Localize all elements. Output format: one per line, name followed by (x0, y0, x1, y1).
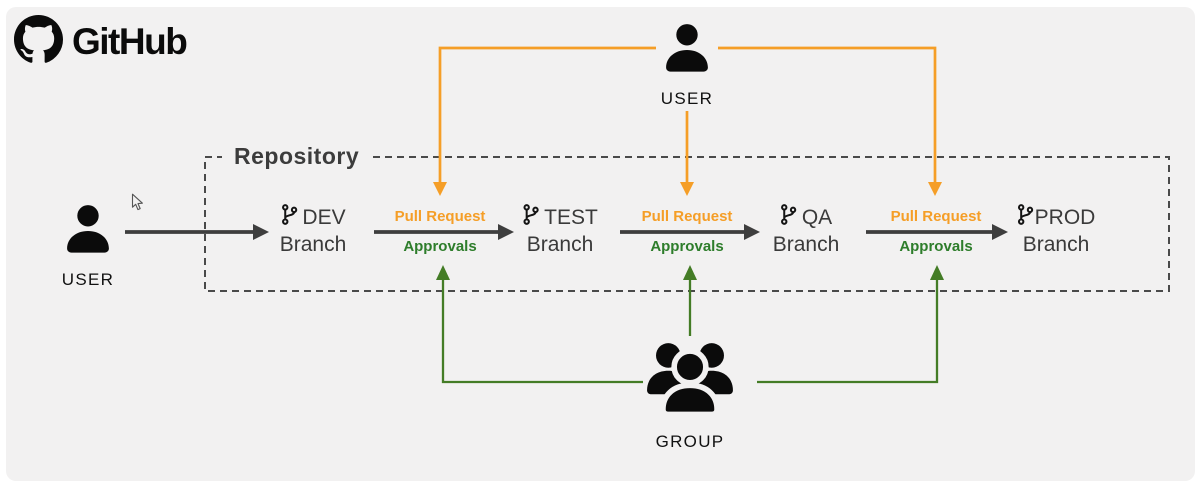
mouse-cursor-icon (131, 193, 144, 217)
actor-label: USER (61, 270, 115, 289)
actor-group: GROUP (644, 338, 736, 452)
git-branch-icon (780, 204, 797, 232)
branch-qa: QA Branch (772, 204, 840, 258)
branch-name: DEV (302, 206, 346, 229)
branch-suffix: Branch (772, 233, 840, 256)
git-branch-icon (1017, 204, 1034, 232)
git-branch-icon (280, 204, 297, 232)
branch-name: QA (801, 206, 833, 229)
git-branch-icon (522, 204, 539, 232)
actor-left-user: USER (60, 201, 117, 290)
user-icon (659, 20, 716, 83)
branch-suffix: Branch (279, 233, 347, 256)
branch-name: PROD (1034, 206, 1096, 229)
pull-request-label: Pull Request (890, 208, 982, 225)
actor-top-user: USER (659, 20, 716, 109)
actor-label: GROUP (655, 432, 725, 451)
approvals-label: Approvals (650, 238, 724, 255)
branch-test: TEST Branch (522, 204, 598, 258)
user-icon (60, 201, 117, 264)
approvals-label: Approvals (403, 238, 477, 255)
github-octocat-icon (14, 15, 63, 69)
repository-label: Repository (222, 143, 372, 170)
branch-prod: PROD Branch (1017, 204, 1096, 258)
approvals-label: Approvals (899, 238, 973, 255)
pull-request-label: Pull Request (394, 208, 486, 225)
group-icon (644, 338, 736, 429)
pull-request-label: Pull Request (641, 208, 733, 225)
branch-name: TEST (544, 206, 598, 229)
github-wordmark: GitHub (72, 21, 188, 62)
branch-suffix: Branch (526, 233, 594, 256)
branch-suffix: Branch (1022, 233, 1090, 256)
branch-dev: DEV Branch (279, 204, 347, 258)
github-logo: GitHub (14, 15, 188, 69)
actor-label: USER (660, 89, 714, 108)
